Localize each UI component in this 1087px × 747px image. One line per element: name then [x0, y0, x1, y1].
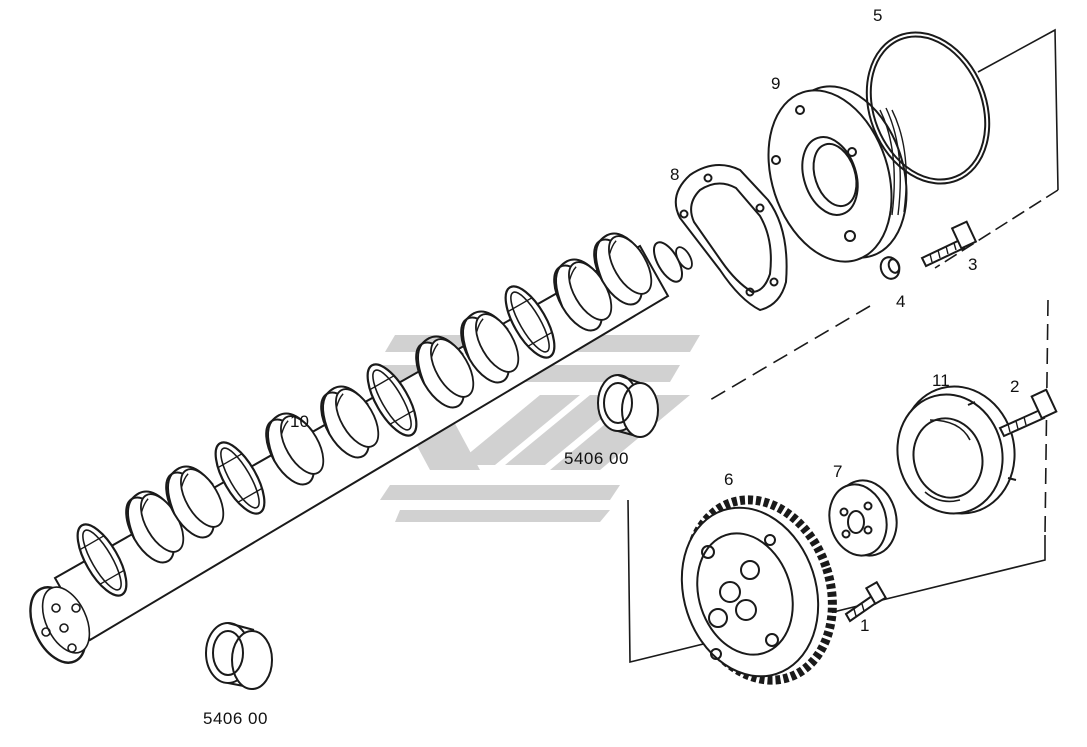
bushing-lower — [205, 622, 273, 690]
gasket — [674, 164, 788, 312]
callout-4: 4 — [896, 292, 906, 311]
callout-1: 1 — [860, 616, 870, 635]
bolt-3 — [920, 220, 978, 268]
callout-2: 2 — [1010, 377, 1020, 396]
callout-11: 11 — [932, 371, 950, 390]
thrust-plate — [896, 385, 1017, 515]
bushing-upper — [597, 374, 659, 438]
callout-3: 3 — [968, 255, 978, 274]
callout-8: 8 — [670, 165, 680, 184]
cover-plate — [767, 85, 908, 263]
bolt-2 — [998, 388, 1058, 438]
camshaft-gear — [680, 495, 837, 685]
callout-10: 10 — [290, 412, 309, 431]
bushing-reference-lower: 5406 00 — [203, 709, 268, 728]
bushing-reference-upper: 5406 00 — [564, 449, 629, 468]
group-boundary-lines — [627, 28, 1059, 664]
bolt-1 — [844, 580, 888, 623]
hub-7 — [828, 479, 898, 557]
callout-5: 5 — [873, 6, 883, 25]
spacer-4 — [879, 256, 901, 280]
callout-7: 7 — [833, 462, 843, 481]
o-ring — [865, 31, 991, 185]
callout-6: 6 — [724, 470, 734, 489]
callout-9: 9 — [771, 74, 781, 93]
camshaft — [29, 223, 693, 664]
